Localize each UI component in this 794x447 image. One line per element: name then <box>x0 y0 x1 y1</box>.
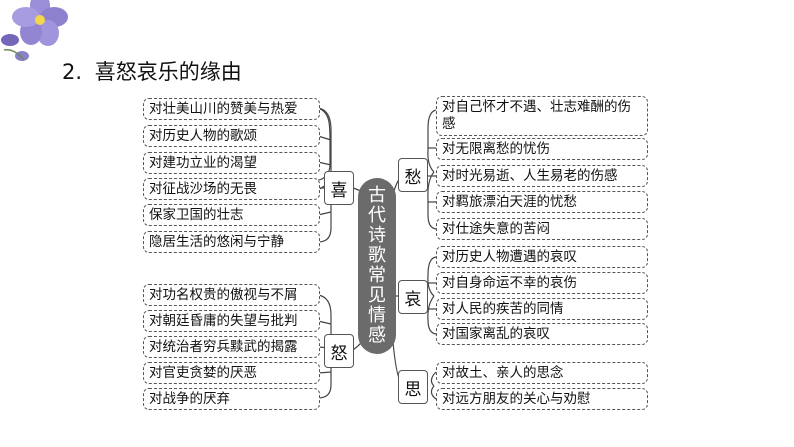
category-nu: 怒 <box>324 334 354 368</box>
xi-item-text: 保家卫国的壮志 <box>149 206 244 223</box>
ai-item-text: 对历史人物遭遇的哀叹 <box>442 248 577 265</box>
nu-item: 对功名权贵的傲视与不屑 <box>143 284 320 306</box>
category-xi-label: 喜 <box>330 180 348 201</box>
ai-item: 对历史人物遭遇的哀叹 <box>436 246 648 268</box>
si-item-text: 对远方朋友的关心与劝慰 <box>442 390 591 407</box>
chou-item: 对时光易逝、人生易老的伤感 <box>436 165 648 187</box>
category-ai: 哀 <box>398 280 428 314</box>
chou-item: 对仕途失意的苦闷 <box>436 218 648 240</box>
xi-item: 保家卫国的壮志 <box>143 204 320 226</box>
category-si: 思 <box>398 370 428 404</box>
chou-item-text: 对仕途失意的苦闷 <box>442 220 550 237</box>
xi-item: 对壮美山川的赞美与热爱 <box>143 98 320 120</box>
xi-item: 对建功立业的渴望 <box>143 152 320 174</box>
nu-item: 对朝廷昏庸的失望与批判 <box>143 310 320 332</box>
ai-item-text: 对国家离乱的哀叹 <box>442 325 550 342</box>
xi-item: 对征战沙场的无畏 <box>143 178 320 200</box>
xi-item: 隐居生活的悠闲与宁静 <box>143 231 320 253</box>
chou-item-text: 对羁旅漂泊天涯的忧愁 <box>442 193 577 210</box>
ai-item-text: 对自身命运不幸的哀伤 <box>442 274 577 291</box>
chou-item-text: 对无限离愁的忧伤 <box>442 140 550 157</box>
category-si-label: 思 <box>404 379 422 400</box>
category-xi: 喜 <box>324 171 354 205</box>
flower-decoration <box>1 0 68 61</box>
si-item: 对远方朋友的关心与劝慰 <box>436 388 648 410</box>
category-chou-label: 愁 <box>404 167 422 188</box>
xi-item-text: 对壮美山川的赞美与热爱 <box>149 100 298 117</box>
chou-item-text: 对时光易逝、人生易老的伤感 <box>442 167 618 184</box>
xi-item-text: 隐居生活的悠闲与宁静 <box>149 233 284 250</box>
ai-item: 对自身命运不幸的哀伤 <box>436 272 648 294</box>
ai-item: 对国家离乱的哀叹 <box>436 323 648 345</box>
xi-item-text: 对历史人物的歌颂 <box>149 127 257 144</box>
section-heading: 2. 喜怒哀乐的缘由 <box>62 56 242 86</box>
center-node: 古代诗歌常见情感 <box>358 178 396 354</box>
xi-item-text: 对征战沙场的无畏 <box>149 180 257 197</box>
si-item-text: 对故土、亲人的思念 <box>442 364 564 381</box>
nu-item-text: 对战争的厌弃 <box>149 390 230 407</box>
chou-item: 对羁旅漂泊天涯的忧愁 <box>436 191 648 213</box>
chou-item: 对自己怀才不遇、壮志难酬的伤感 <box>436 96 648 136</box>
nu-item-text: 对官吏贪婪的厌恶 <box>149 364 257 381</box>
heading-number: 2. <box>62 60 83 84</box>
nu-item: 对统治者穷兵黩武的揭露 <box>143 336 320 358</box>
center-label: 古代诗歌常见情感 <box>368 185 386 346</box>
ai-item: 对人民的疾苦的同情 <box>436 298 648 320</box>
nu-item: 对战争的厌弃 <box>143 388 320 410</box>
category-nu-label: 怒 <box>330 343 348 364</box>
nu-item-text: 对功名权贵的傲视与不屑 <box>149 286 298 303</box>
category-ai-label: 哀 <box>404 289 422 310</box>
heading-title: 喜怒哀乐的缘由 <box>94 60 242 84</box>
xi-item-text: 对建功立业的渴望 <box>149 154 257 171</box>
si-item: 对故土、亲人的思念 <box>436 362 648 384</box>
nu-item-text: 对统治者穷兵黩武的揭露 <box>149 338 298 355</box>
ai-item-text: 对人民的疾苦的同情 <box>442 300 564 317</box>
nu-item: 对官吏贪婪的厌恶 <box>143 362 320 384</box>
chou-item-text: 对自己怀才不遇、壮志难酬的伤感 <box>442 99 631 132</box>
nu-item-text: 对朝廷昏庸的失望与批判 <box>149 312 298 329</box>
chou-item: 对无限离愁的忧伤 <box>436 138 648 160</box>
xi-item: 对历史人物的歌颂 <box>143 125 320 147</box>
category-chou: 愁 <box>398 158 428 192</box>
